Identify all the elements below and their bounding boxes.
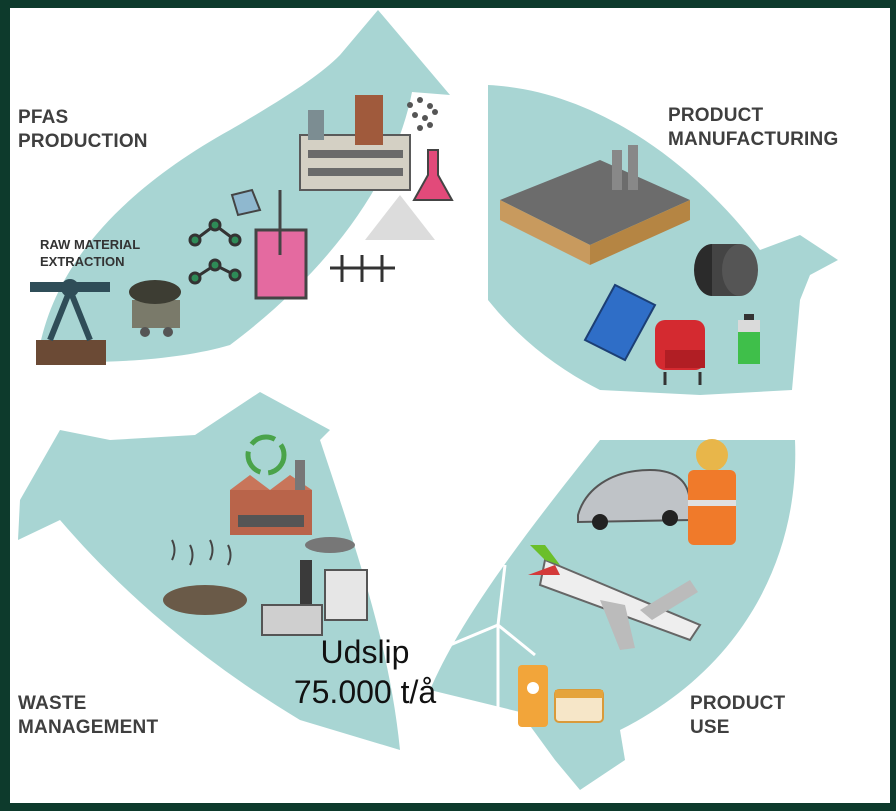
sunscreen-icon bbox=[518, 665, 548, 727]
oil-pump-icon bbox=[30, 279, 110, 365]
cable-spool-icon bbox=[694, 244, 758, 296]
manufacturing-plant-icon bbox=[500, 145, 690, 265]
label-product-use: PRODUCT USE bbox=[690, 693, 786, 738]
molecule-icon bbox=[188, 218, 242, 285]
wind-turbine-icon bbox=[449, 564, 536, 720]
emission-title: Udslip bbox=[320, 634, 410, 670]
armchair-icon bbox=[655, 320, 705, 385]
worker-icon bbox=[688, 439, 736, 545]
factory-icon bbox=[299, 95, 411, 191]
airplane-icon bbox=[528, 545, 702, 650]
solar-panel-icon bbox=[583, 283, 657, 362]
recycling-icon bbox=[245, 434, 287, 476]
incinerator-icon bbox=[261, 537, 368, 636]
cream-jar-icon bbox=[554, 689, 604, 723]
chain-molecule-icon bbox=[330, 255, 395, 282]
arrow-production bbox=[40, 10, 450, 362]
label-pfas-production: PFAS PRODUCTION bbox=[18, 107, 148, 152]
beaker-icon bbox=[230, 188, 308, 300]
label-raw-material-extraction: RAW MATERIAL EXTRACTION bbox=[40, 237, 141, 269]
flask-icon bbox=[412, 149, 454, 201]
landfill-icon bbox=[163, 539, 247, 615]
label-product-manufacturing: PRODUCT MANUFACTURING bbox=[668, 105, 839, 150]
particles-icon bbox=[407, 97, 438, 131]
emission-amount: 75.000 t/å bbox=[293, 674, 437, 710]
recycling-plant-icon bbox=[230, 460, 312, 535]
battery-icon bbox=[738, 314, 760, 364]
label-waste-management: WASTE MANAGEMENT bbox=[18, 693, 159, 738]
car-icon bbox=[577, 468, 691, 530]
coal-cart-icon bbox=[129, 280, 181, 337]
emission-annotation: Udslip 75.000 t/å bbox=[250, 632, 480, 712]
powder-pile-icon bbox=[365, 195, 435, 240]
